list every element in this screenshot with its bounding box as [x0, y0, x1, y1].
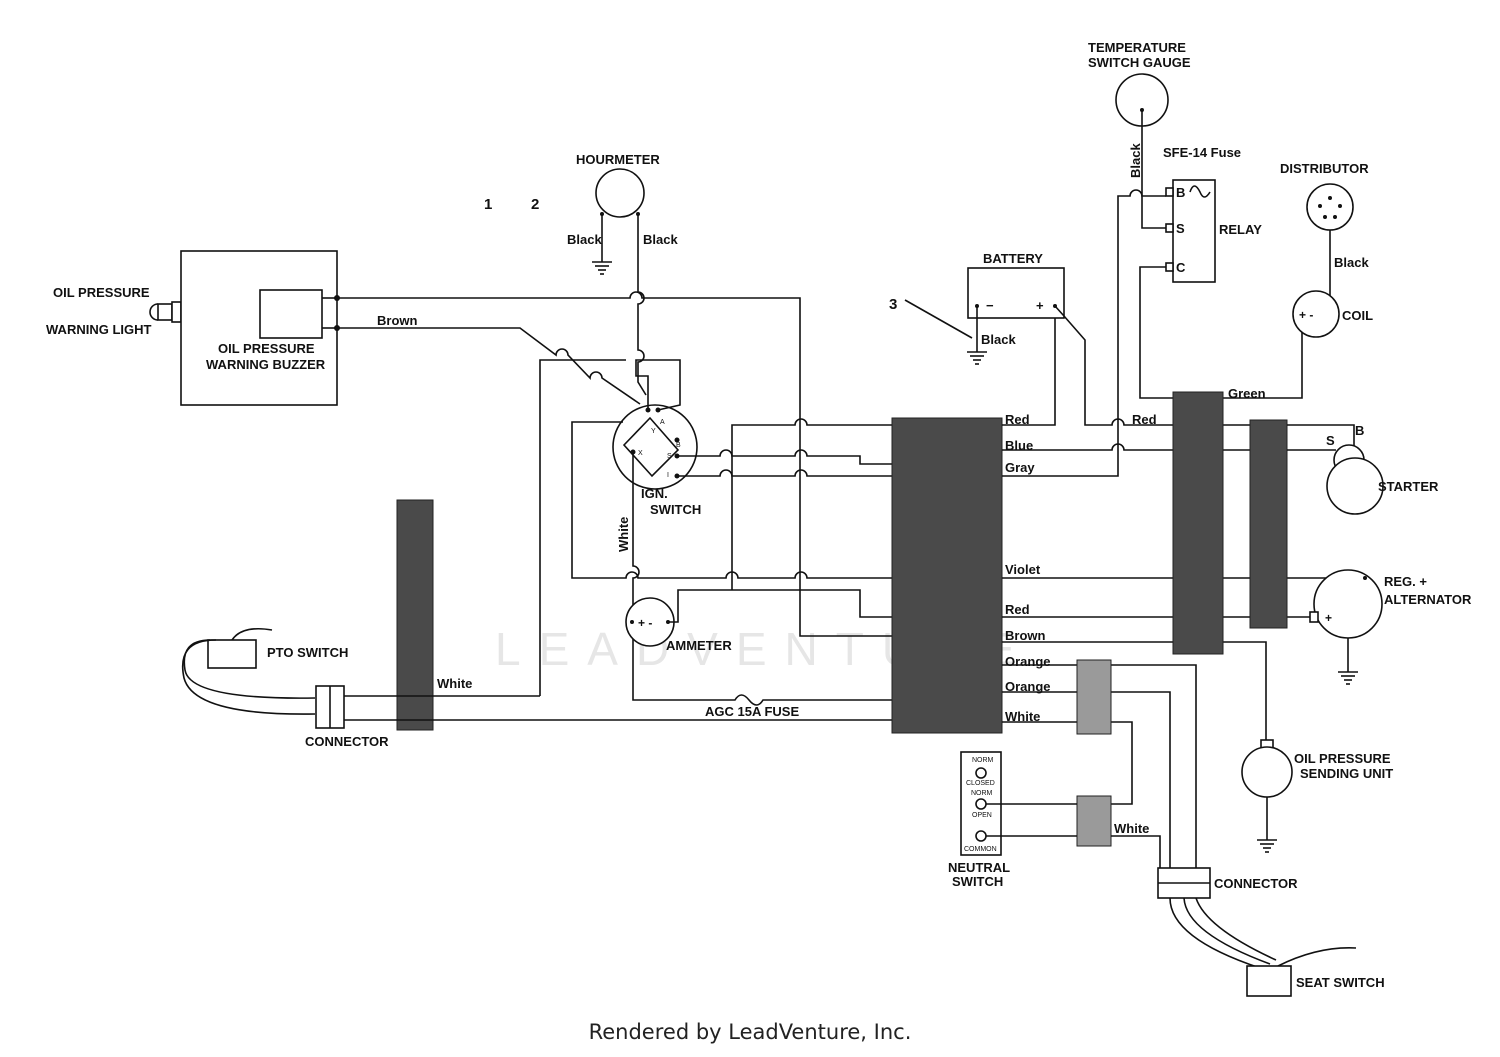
label-sfe-fuse: SFE-14 Fuse — [1163, 145, 1241, 160]
label-oil-sending-1: OIL PRESSURE — [1294, 751, 1391, 766]
ign-term-s: S — [667, 453, 672, 460]
harness-bundle-neutral-bottom — [1076, 795, 1112, 847]
label-agc-fuse: AGC 15A FUSE — [705, 704, 799, 719]
label-temp-black: Black — [1128, 143, 1143, 178]
label-starter: STARTER — [1378, 479, 1439, 494]
label-num-1: 1 — [484, 196, 492, 213]
ign-term-i: I — [667, 472, 669, 479]
relay-c: C — [1176, 260, 1186, 275]
label-neutral-switch-1: NEUTRAL — [948, 860, 1010, 875]
label-num-2: 2 — [531, 196, 539, 213]
label-oil-pressure-light-2: WARNING LIGHT — [46, 322, 151, 337]
label-distributor: DISTRIBUTOR — [1280, 161, 1369, 176]
norm-closed-2: CLOSED — [966, 780, 995, 787]
relay-s: S — [1176, 221, 1185, 236]
label-oil-pressure-light-1: OIL PRESSURE — [53, 285, 150, 300]
norm-closed-1: NORM — [972, 757, 994, 764]
harness-bundle-right-2 — [1249, 419, 1288, 629]
coil-terminals: + - — [1299, 308, 1313, 322]
label-temp-gauge-1: TEMPERATURE — [1088, 40, 1186, 55]
battery — [967, 267, 1065, 319]
label-ammeter: AMMETER — [666, 638, 732, 653]
label-distributor-black: Black — [1334, 255, 1369, 270]
label-buzzer-1: OIL PRESSURE — [218, 341, 315, 356]
norm-open-2: OPEN — [972, 812, 992, 819]
oil-pressure-warning-buzzer — [259, 289, 323, 339]
label-white-right: White — [1005, 709, 1040, 724]
ground-symbol-battery — [967, 351, 987, 365]
pto-switch — [207, 639, 257, 669]
label-orange-2: Orange — [1005, 679, 1051, 694]
label-pto-switch: PTO SWITCH — [267, 645, 348, 660]
ign-term-b: B — [676, 442, 681, 449]
label-red-battery: Red — [1132, 412, 1157, 427]
label-battery: BATTERY — [983, 251, 1043, 266]
label-connector-right: CONNECTOR — [1214, 876, 1298, 891]
ign-term-x: X — [638, 450, 643, 457]
label-white-neutral: White — [1114, 821, 1149, 836]
ground-symbol — [592, 261, 612, 275]
label-ign-switch-2: SWITCH — [650, 502, 701, 517]
label-temp-gauge-2: SWITCH GAUGE — [1088, 55, 1191, 70]
label-battery-black: Black — [981, 332, 1016, 347]
ammeter-terminals: + - — [638, 616, 652, 630]
harness-bundle-neutral-top — [1076, 659, 1112, 735]
hourmeter — [595, 168, 645, 218]
label-violet: Violet — [1005, 562, 1041, 577]
oil-pressure-warning-light — [149, 301, 182, 323]
relay-b: B — [1176, 185, 1185, 200]
ground-symbol-oil-sending — [1257, 839, 1277, 853]
starter-s: S — [1326, 433, 1335, 448]
norm-open-1: NORM — [971, 790, 993, 797]
label-seat-switch: SEAT SWITCH — [1296, 975, 1385, 990]
relay — [1172, 179, 1216, 283]
alternator — [1313, 569, 1383, 639]
ign-term-a: A — [660, 419, 665, 426]
common: COMMON — [964, 846, 997, 853]
label-hourmeter: HOURMETER — [576, 152, 660, 167]
footer-credit: Rendered by LeadVenture, Inc. — [588, 1020, 912, 1044]
battery-minus: − — [986, 298, 994, 313]
harness-bundle-left — [396, 499, 434, 731]
label-ign-switch-1: IGN. — [641, 486, 668, 501]
label-red-2: Red — [1005, 602, 1030, 617]
label-neutral-switch-2: SWITCH — [952, 874, 1003, 889]
label-red-1: Red — [1005, 412, 1030, 427]
label-brown-right: Brown — [1005, 628, 1046, 643]
label-brown-wire: Brown — [377, 313, 418, 328]
label-num-3: 3 — [889, 296, 897, 313]
label-white-left: White — [437, 676, 472, 691]
battery-plus: + — [1036, 298, 1044, 313]
label-connector-left: CONNECTOR — [305, 734, 389, 749]
label-hourmeter-black-2: Black — [643, 232, 678, 247]
ground-symbol-alternator — [1338, 671, 1358, 685]
seat-switch — [1246, 965, 1292, 997]
harness-bundle-center — [891, 417, 1003, 734]
label-relay: RELAY — [1219, 222, 1262, 237]
label-reg-alt-2: ALTERNATOR — [1384, 592, 1472, 607]
label-hourmeter-black-1: Black — [567, 232, 602, 247]
ignition-switch — [612, 404, 698, 490]
label-green: Green — [1228, 386, 1266, 401]
distributor — [1306, 183, 1354, 231]
label-coil: COIL — [1342, 308, 1373, 323]
harness-bundle-right-1 — [1172, 391, 1224, 655]
label-buzzer-2: WARNING BUZZER — [206, 357, 326, 372]
starter-b: B — [1355, 423, 1364, 438]
starter — [1326, 457, 1384, 515]
oil-pressure-sending-unit — [1241, 746, 1293, 798]
coil — [1292, 290, 1340, 338]
label-orange-1: Orange — [1005, 654, 1051, 669]
alternator-plus: + — [1325, 611, 1332, 625]
label-white-vertical: White — [616, 517, 631, 552]
label-oil-sending-2: SENDING UNIT — [1300, 766, 1393, 781]
label-reg-alt-1: REG. + — [1384, 574, 1427, 589]
label-gray: Gray — [1005, 460, 1035, 475]
ign-term-y: Y — [651, 428, 656, 435]
